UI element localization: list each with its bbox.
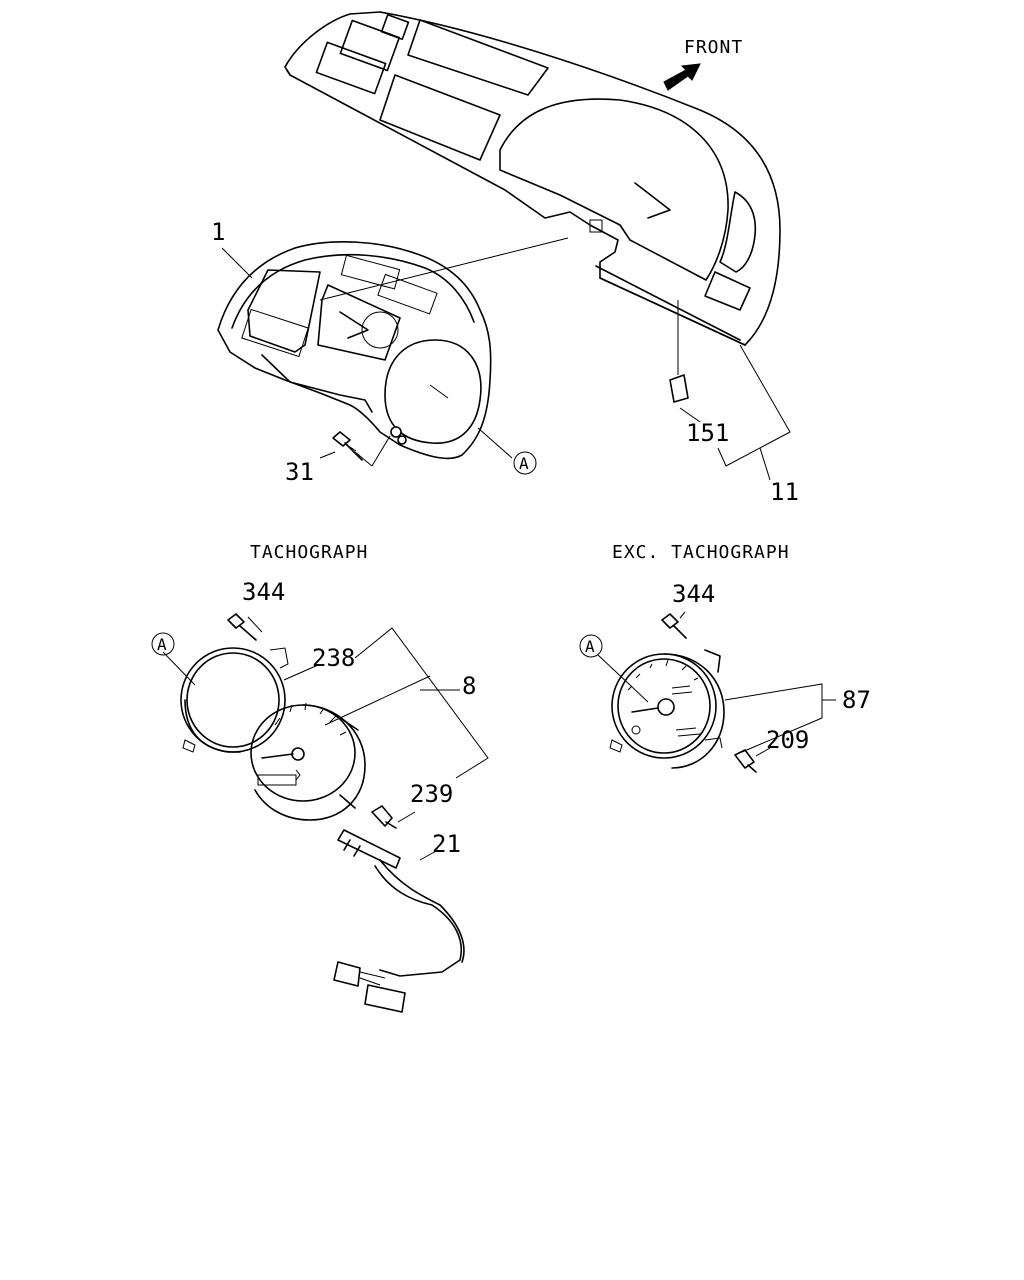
callout-a-exc-tachograph: A xyxy=(579,634,603,658)
speedometer-assembly xyxy=(609,613,757,773)
front-arrow-icon xyxy=(663,63,701,91)
front-label: FRONT xyxy=(684,37,743,58)
instrument-cluster xyxy=(217,237,569,460)
leaders-top xyxy=(221,247,791,481)
part-11-label: 11 xyxy=(770,478,799,506)
leaders-tachograph xyxy=(162,616,489,861)
part-31-label: 31 xyxy=(285,458,314,486)
labels: FRONT 1 151 11 31 A TACHOGRAPH EXC. TACH… xyxy=(151,37,871,858)
part-344-left-label: 344 xyxy=(242,578,285,606)
tachograph-assembly xyxy=(180,613,465,1013)
part-209-label: 209 xyxy=(766,726,809,754)
dashboard-panel xyxy=(284,11,781,403)
part-238-label: 238 xyxy=(312,644,355,672)
svg-text:A: A xyxy=(157,635,167,654)
part-21-label: 21 xyxy=(432,830,461,858)
screw-31 xyxy=(332,431,363,461)
part-8-label: 8 xyxy=(462,672,476,700)
part-1-label: 1 xyxy=(211,218,225,246)
exc-tachograph-caption: EXC. TACHOGRAPH xyxy=(612,542,790,563)
svg-text:A: A xyxy=(519,454,529,473)
part-239-label: 239 xyxy=(410,780,453,808)
callout-a-top: A xyxy=(513,451,537,475)
callout-a-tachograph: A xyxy=(151,632,175,656)
part-344-right-label: 344 xyxy=(672,580,715,608)
part-151-label: 151 xyxy=(686,419,729,447)
leaders-exc-tachograph xyxy=(597,611,836,757)
svg-text:A: A xyxy=(585,637,595,656)
tachograph-caption: TACHOGRAPH xyxy=(250,542,368,563)
part-87-label: 87 xyxy=(842,686,871,714)
